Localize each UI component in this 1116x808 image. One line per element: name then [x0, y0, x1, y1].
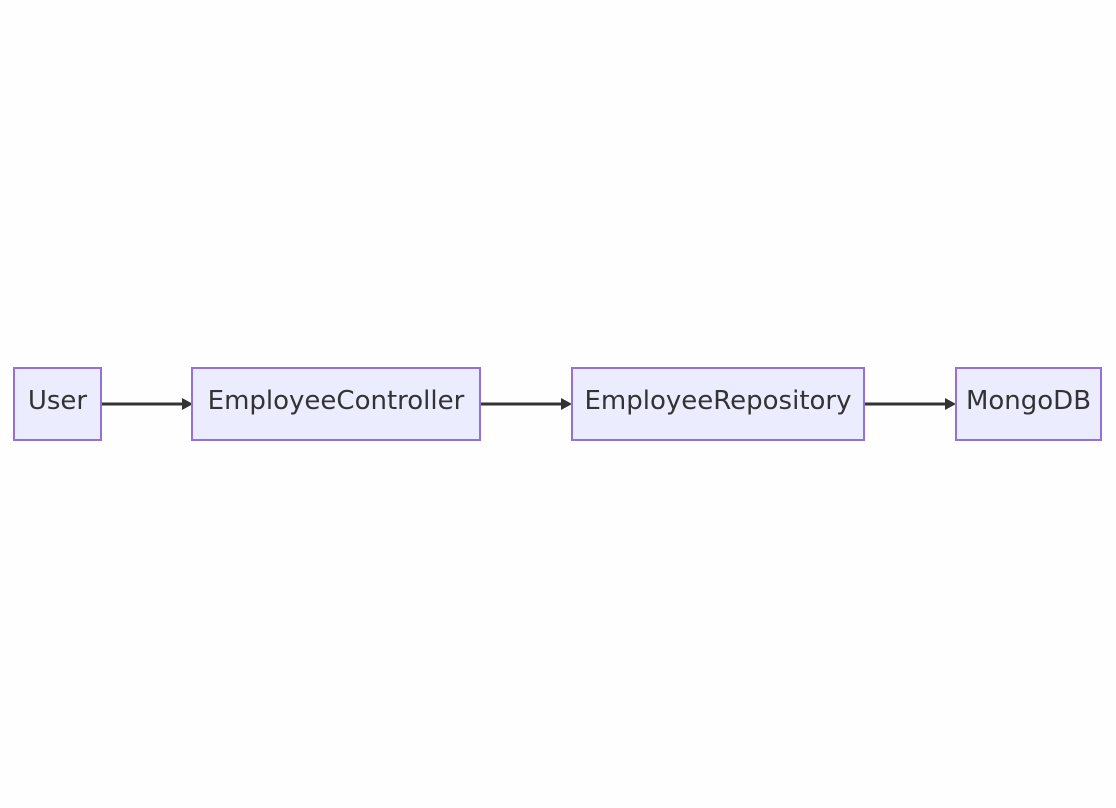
- node-user[interactable]: User: [13, 367, 102, 441]
- node-employee-controller-label: EmployeeController: [208, 386, 465, 416]
- node-mongodb-label: MongoDB: [966, 386, 1091, 416]
- edge-repository-to-db: [865, 398, 956, 410]
- arrow-head-icon: [182, 398, 193, 410]
- node-user-box: [13, 367, 102, 441]
- node-user-label: User: [28, 386, 88, 416]
- node-employee-repository-box: [571, 367, 865, 441]
- node-employee-repository-label: EmployeeRepository: [584, 386, 851, 416]
- node-employee-controller-box: [191, 367, 481, 441]
- node-mongodb[interactable]: MongoDB: [955, 367, 1102, 441]
- edge-user-to-controller: [102, 398, 193, 410]
- node-mongodb-box: [955, 367, 1102, 441]
- arrow-head-icon: [945, 398, 956, 410]
- edge-controller-to-repository: [481, 398, 572, 410]
- node-employee-controller[interactable]: EmployeeController: [191, 367, 481, 441]
- arrow-head-icon: [561, 398, 572, 410]
- node-employee-repository[interactable]: EmployeeRepository: [571, 367, 865, 441]
